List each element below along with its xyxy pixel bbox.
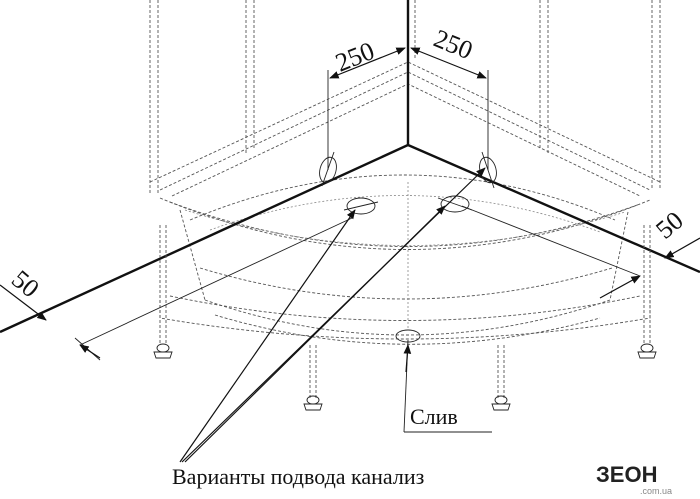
inlet-floor-left: [346, 197, 376, 215]
sewer-options-label: Варианты подвода канализ: [172, 464, 424, 489]
tray-basin: [179, 174, 629, 345]
dim-left-250: 250: [331, 36, 378, 77]
dim-right-50: 50: [650, 206, 689, 245]
logo-name: ЗЕОН: [596, 462, 657, 487]
wall-floor-lines: [0, 0, 700, 334]
logo-sub: .com.ua: [640, 486, 672, 496]
dim-left-50: 50: [6, 264, 45, 303]
support-legs: [153, 225, 657, 411]
leg-front-right: [637, 225, 657, 359]
leg-front-mid-right: [491, 345, 511, 411]
drain-label: Слив: [410, 404, 458, 429]
tray-apron: [159, 295, 651, 340]
back-corner-posts: [149, 0, 661, 195]
leg-front-left: [153, 225, 173, 359]
drain-callout: Слив: [403, 339, 492, 433]
inlet-floor-right: [440, 195, 470, 213]
leg-front-mid-left: [303, 345, 323, 411]
inlet-back-left: [319, 156, 337, 184]
zeon-logo: ЗЕОН .com.ua: [593, 456, 693, 496]
sewer-options-callout: Варианты подвода канализ: [172, 167, 486, 489]
